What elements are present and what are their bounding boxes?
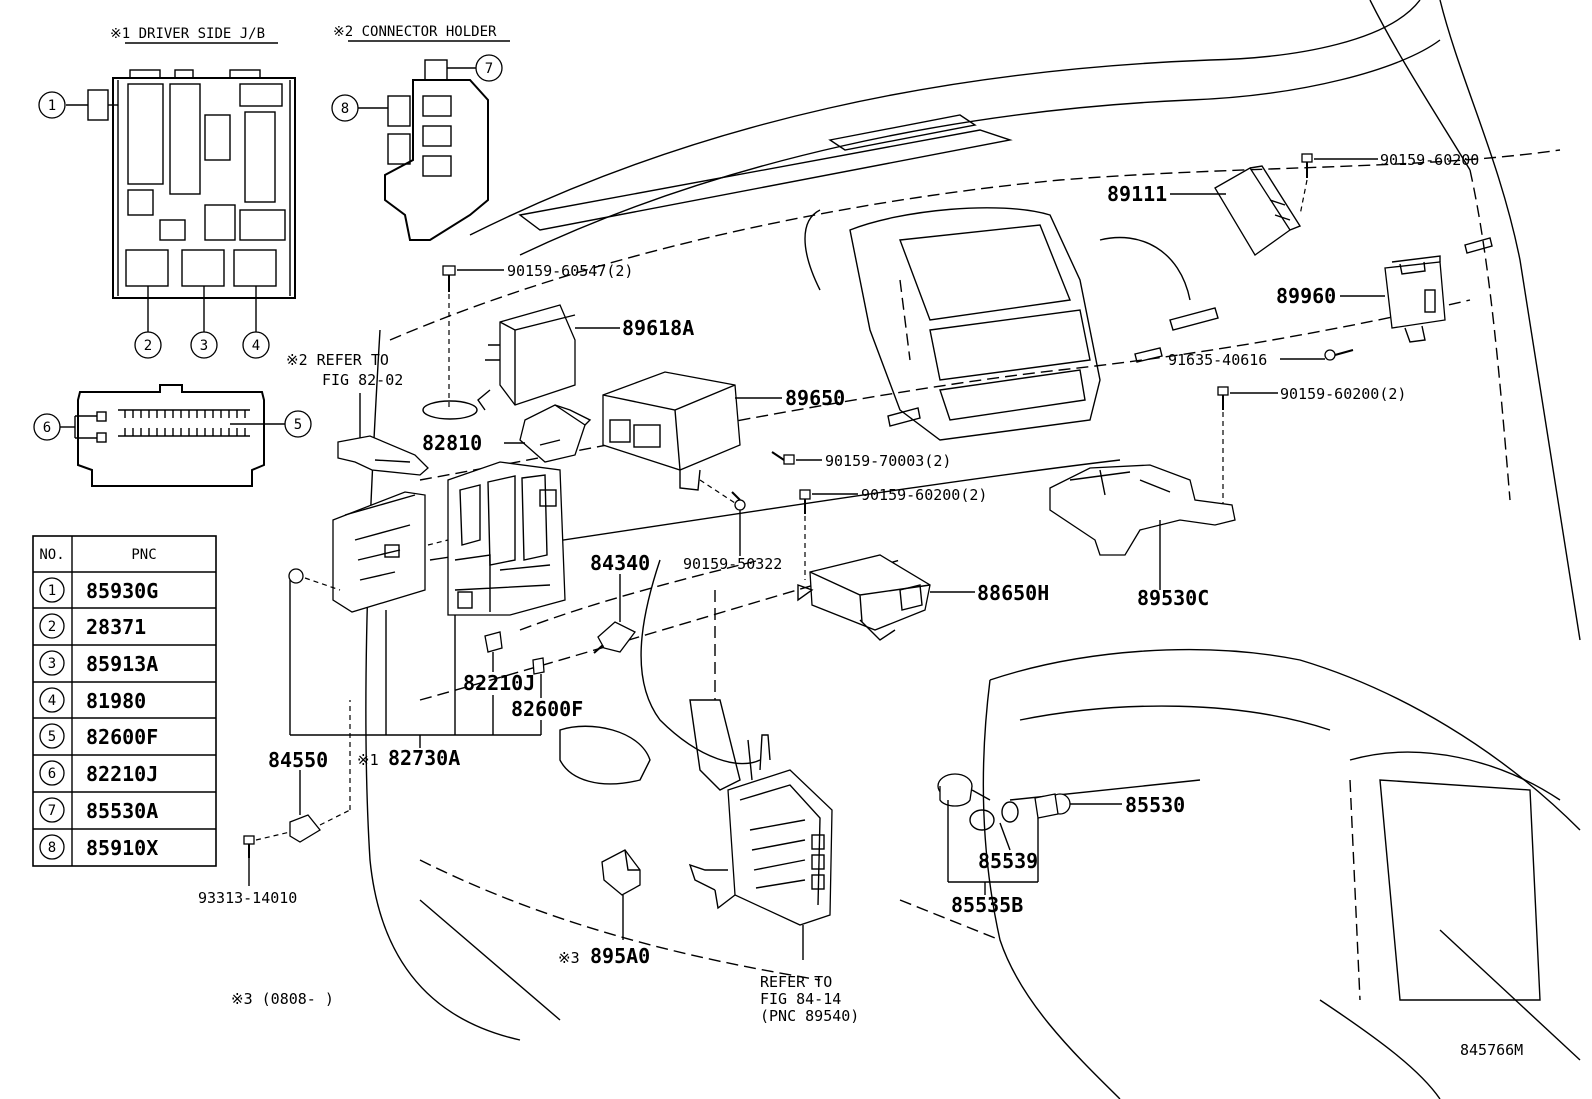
table-row: 2 28371 bbox=[39, 613, 146, 639]
part-89111-module: 89111 bbox=[1107, 165, 1302, 256]
table-row-pnc: 82210J bbox=[86, 762, 158, 786]
part-82730A-junction-block: 82210J 82600F ※1 82730A bbox=[288, 461, 583, 770]
label-89618A: 89618A bbox=[622, 316, 694, 340]
label-90159-70003: 90159-70003(2) bbox=[825, 452, 951, 470]
part-84550-switch: 84550 bbox=[268, 700, 351, 843]
table-row: 7 85530A bbox=[39, 797, 158, 823]
refer-fig84-line2: FIG 84-14 bbox=[760, 990, 841, 1008]
callout-2: 2 bbox=[144, 338, 152, 354]
callout-1: 1 bbox=[48, 98, 56, 114]
table-row-no: 2 bbox=[48, 619, 56, 635]
table-row: 3 85913A bbox=[39, 650, 158, 676]
refer-fig84-line3: (PNC 89540) bbox=[760, 1007, 859, 1025]
label-82210J: 82210J bbox=[463, 671, 535, 695]
label-91635-40616: 91635-40616 bbox=[1168, 351, 1267, 369]
driver-jb-title: ※1 DRIVER SIDE J/B bbox=[110, 26, 265, 42]
label-88650H: 88650H bbox=[977, 581, 1049, 605]
table-row-no: 7 bbox=[48, 803, 56, 819]
table-row: 4 81980 bbox=[39, 687, 146, 713]
table-row-pnc: 85910X bbox=[86, 836, 158, 860]
table-header-no: NO. bbox=[39, 547, 64, 563]
table-row-pnc: 81980 bbox=[86, 689, 146, 713]
label-82730A: 82730A bbox=[388, 746, 460, 770]
part-895A0: ※3 895A0 bbox=[558, 849, 650, 968]
table-row-pnc: 85530A bbox=[86, 799, 158, 823]
callout-6: 6 bbox=[43, 420, 51, 436]
table-row: 1 85930G bbox=[39, 577, 158, 603]
table-header-pnc: PNC bbox=[131, 547, 156, 563]
callout-7: 7 bbox=[485, 61, 493, 77]
part-bolt-90159-60200-2b: 90159-60200(2) bbox=[799, 486, 987, 580]
label-85530: 85530 bbox=[1125, 793, 1185, 817]
table-row: 8 85910X bbox=[39, 834, 158, 860]
part-82810: 82810 bbox=[422, 404, 592, 463]
label-90159-60200-2b: 90159-60200(2) bbox=[861, 486, 987, 504]
connector-holder-title: ※2 CONNECTOR HOLDER bbox=[333, 24, 497, 40]
callout-5: 5 bbox=[294, 417, 302, 433]
label-82730A-mark: ※1 bbox=[357, 751, 379, 769]
label-93313-14010: 93313-14010 bbox=[198, 889, 297, 907]
part-89540-ecu: REFER TO FIG 84-14 (PNC 89540) bbox=[688, 734, 859, 1025]
part-88650H-module: 88650H bbox=[797, 554, 1049, 641]
label-90159-50322: 90159-50322 bbox=[683, 555, 782, 573]
part-89618A-module: 89618A bbox=[477, 304, 694, 411]
label-895A0: 895A0 bbox=[590, 944, 650, 968]
label-90159-60547: 90159-60547(2) bbox=[507, 262, 633, 280]
label-84550: 84550 bbox=[268, 748, 328, 772]
part-89650-ecu: 89650 bbox=[602, 371, 845, 506]
part-screw-91635-40616: 91635-40616 bbox=[1168, 349, 1354, 369]
label-89111: 89111 bbox=[1107, 182, 1167, 206]
part-bolt-93313-14010: 93313-14010 bbox=[198, 831, 297, 907]
table-row-no: 5 bbox=[48, 729, 56, 745]
callout-3: 3 bbox=[200, 338, 208, 354]
table-row-no: 8 bbox=[48, 840, 56, 856]
refer-fig84-line1: REFER TO bbox=[760, 973, 832, 991]
refer-fig-82-02: ※2 REFER TO FIG 82-02 bbox=[286, 351, 429, 476]
table-row-no: 4 bbox=[48, 693, 56, 709]
footnote: ※3 (0808- ) bbox=[231, 990, 334, 1008]
part-85535B-power-outlet: 85530 85539 85535B bbox=[937, 773, 1185, 917]
part-bolt-90159-60200-2a: 90159-60200(2) bbox=[1217, 385, 1406, 505]
driver-side-jb-inset: ※1 DRIVER SIDE J/B 1 2 3 4 bbox=[38, 26, 296, 359]
table-row: 5 82600F bbox=[39, 723, 158, 749]
label-84340: 84340 bbox=[590, 551, 650, 575]
table-row-no: 3 bbox=[48, 656, 56, 672]
part-89960-relay: 89960 bbox=[1276, 255, 1446, 343]
refer-fig82-line1: ※2 REFER TO bbox=[286, 351, 389, 369]
table-row-no: 1 bbox=[48, 583, 56, 599]
connector-holder-inset: ※2 CONNECTOR HOLDER 7 8 bbox=[331, 24, 510, 241]
label-85539: 85539 bbox=[978, 849, 1038, 873]
label-85535B: 85535B bbox=[951, 893, 1023, 917]
figure-id: 845766M bbox=[1460, 1041, 1523, 1059]
part-bolt-90159-60547: 90159-60547(2) bbox=[422, 262, 633, 420]
table-row-pnc: 85913A bbox=[86, 652, 158, 676]
table-row-pnc: 82600F bbox=[86, 725, 158, 749]
part-bolt-90159-50322: 90159-50322 bbox=[683, 491, 782, 573]
connector-block-inset: 6 5 bbox=[33, 384, 312, 487]
label-90159-60200-2a: 90159-60200(2) bbox=[1280, 385, 1406, 403]
callout-4: 4 bbox=[252, 338, 260, 354]
label-90159-60200-top: 90159-60200 bbox=[1380, 151, 1479, 169]
part-bolt-90159-70003: 90159-70003(2) bbox=[771, 451, 951, 470]
label-89530C: 89530C bbox=[1137, 586, 1209, 610]
dashboard-outline bbox=[365, 0, 1581, 1099]
table-row-pnc: 28371 bbox=[86, 615, 146, 639]
callout-8: 8 bbox=[341, 101, 349, 117]
table-row: 6 82210J bbox=[39, 760, 158, 786]
label-895A0-mark: ※3 bbox=[558, 949, 580, 967]
part-bolt-90159-60200-top: 90159-60200 bbox=[1299, 151, 1479, 216]
label-82810: 82810 bbox=[422, 431, 482, 455]
part-89530C-bracket: 89530C bbox=[1049, 464, 1236, 610]
table-row-pnc: 85930G bbox=[86, 579, 158, 603]
part-84340-switch: 84340 bbox=[590, 551, 650, 654]
pnc-table: NO. PNC 1 85930G 2 28371 3 85913A 4 8198… bbox=[32, 535, 217, 867]
label-89960: 89960 bbox=[1276, 284, 1336, 308]
table-row-no: 6 bbox=[48, 766, 56, 782]
refer-fig82-line2: FIG 82-02 bbox=[322, 371, 403, 389]
label-89650: 89650 bbox=[785, 386, 845, 410]
label-82600F: 82600F bbox=[511, 697, 583, 721]
